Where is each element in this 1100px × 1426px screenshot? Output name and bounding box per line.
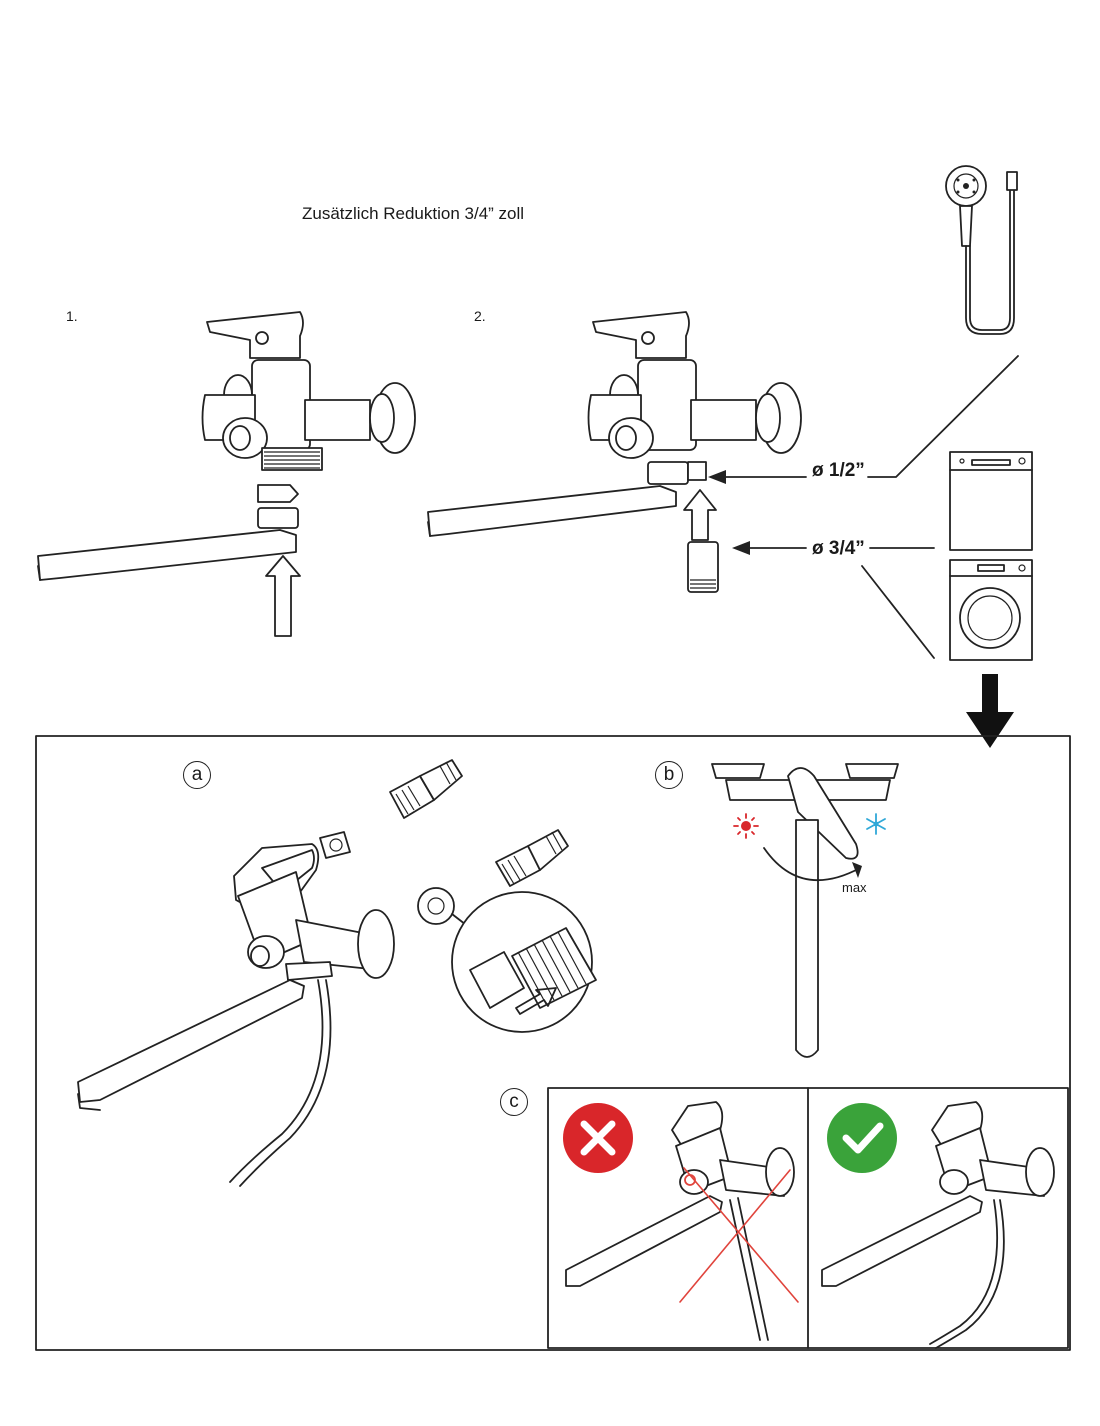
dishwasher-icon [949,451,1033,551]
correct-check-icon [827,1103,897,1173]
panel-c-marker: c [500,1088,528,1116]
step-2-label: 2. [474,308,486,324]
panel-b-marker: b [655,761,683,789]
step2-faucet [427,311,802,593]
wrong-faucet [565,1101,799,1341]
step-1-label: 1. [66,308,78,324]
wrong-x-icon [563,1103,633,1173]
cold-snowflake-icon [866,813,886,835]
hand-shower-icon [945,165,1018,335]
washing-machine-icon [949,559,1033,661]
half-inch-label: ø 1/2” [812,460,865,481]
dimension-leaders [708,355,1019,659]
correct-faucet [821,1101,1055,1349]
panel-a-faucet [77,843,395,1187]
step1-faucet [37,311,416,637]
hot-sun-icon [741,821,751,831]
panel-frame [35,735,1071,1351]
page-title: Zusätzlich Reduktion 3/4” zoll [302,204,525,223]
panel-b-faucet [711,763,899,1058]
panel-a-marker: a [183,761,211,789]
max-label: max [842,880,867,895]
panel-a-parts [319,759,597,1033]
three-quarter-inch-label: ø 3/4” [812,538,865,559]
down-arrow-icon [966,674,1014,748]
